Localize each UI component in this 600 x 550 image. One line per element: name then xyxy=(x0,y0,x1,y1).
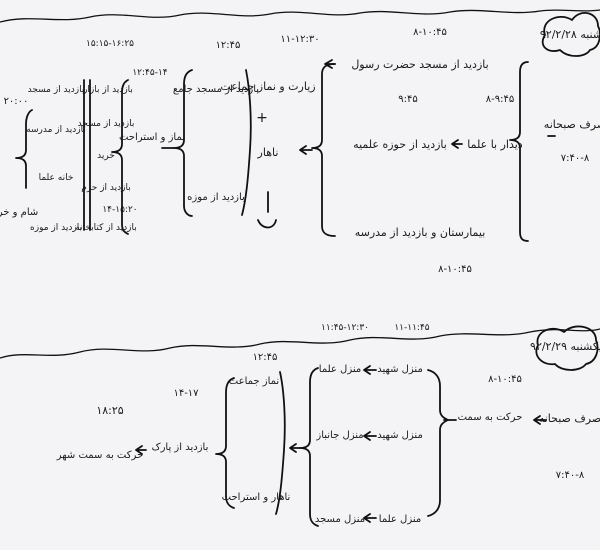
bottom-merge-arrow xyxy=(289,443,301,453)
top-merge-arrow xyxy=(299,145,313,155)
top-stage3-time: ۱۲:۴۵ xyxy=(216,40,241,51)
list-item: خرید xyxy=(97,151,115,161)
top-branch-middle-label: دیدار با علما xyxy=(467,138,523,151)
top-stage3-top-label: بازدید از مسجد جامع xyxy=(173,84,259,95)
top-stage5-time-a: ۱۲:۴۵-۱۴ xyxy=(132,68,167,78)
top-stage3-bracket xyxy=(241,69,252,216)
bottom-next-arrow xyxy=(135,445,147,455)
list-item: بازدید از بازار xyxy=(82,85,133,95)
bottom-next-label: بازدید از پارک xyxy=(152,442,209,453)
bottom-branch-top-time: ۱۱:۴۵-۱۲:۳۰ xyxy=(321,323,369,333)
list-item: بازدید از موزه xyxy=(30,223,82,233)
top-merge-label: زیارت و نماز جماعت xyxy=(220,80,315,93)
top-stage6-bracket xyxy=(83,79,91,231)
bottom-start-time: ۷:۴۰-۸ xyxy=(556,470,585,481)
bottom-start-label: صرف صبحانه xyxy=(539,412,600,425)
top-stage5-items: بازدید از بازار بازدید از مسجد خرید بازد… xyxy=(75,85,137,233)
bottom-merge-time: ۱۲:۴۵ xyxy=(253,352,278,363)
top-merge-time: ۱۱-۱۲:۳۰ xyxy=(280,34,319,45)
top-start-time: ۷:۴۰-۸ xyxy=(561,153,590,164)
top-branch-middle-sub-time: ۹:۴۵ xyxy=(398,94,417,105)
bottom-merge-bracket xyxy=(299,367,319,527)
bottom-next-time: ۱۴-۱۷ xyxy=(173,388,199,399)
bottom-branch-bottom-label: منزل علما xyxy=(379,514,421,525)
bottom-branch-top-left: منزل علما xyxy=(319,364,361,375)
bottom-branch-time-right: ۱۱-۱۱:۴۵ xyxy=(394,323,429,333)
list-item: خانه علما xyxy=(39,173,74,183)
top-date-cloud xyxy=(541,12,600,57)
bottom-branch-top-arrow xyxy=(363,365,377,375)
bottom-branch-middle-left: منزل جانباز xyxy=(315,430,363,441)
list-item: بازدید از مدرسه xyxy=(26,125,86,135)
bottom-branch-bottom-left: منزل مسجد xyxy=(315,514,365,525)
bottom-stage-bracket xyxy=(215,377,235,509)
top-stage4-label: نماز و استراحت xyxy=(119,132,185,143)
top-merge-plus: + xyxy=(256,110,268,126)
top-stage5-bracket xyxy=(111,79,129,235)
top-branch-bracket xyxy=(509,61,529,242)
top-branch-top-label: بازدید از مسجد حضرت رسول xyxy=(351,58,488,71)
top-stage5-time-c: ۱۴-۱۵:۲۰ xyxy=(102,205,137,215)
bottom-branch-top-label: منزل شهید xyxy=(377,364,423,375)
top-start-label: صرف صبحانه xyxy=(544,118,600,131)
bottom-merge-left-bracket xyxy=(275,371,286,515)
top-merge-bracket xyxy=(311,63,336,237)
list-item: بازدید از مسجد xyxy=(78,119,135,129)
top-end-time: ۲۰:۰۰ xyxy=(4,96,29,107)
top-branch-bottom-label: بیمارستان و بازدید از مدرسه xyxy=(355,226,486,239)
bottom-date-cloud xyxy=(535,325,599,371)
list-item: بازدید از کتابخانه xyxy=(75,223,137,233)
top-end-bracket xyxy=(15,109,33,189)
top-end-label: شام و خرید xyxy=(0,207,38,218)
bottom-branch-middle-arrow xyxy=(363,431,377,441)
top-lunch-squiggle xyxy=(257,219,277,229)
bottom-start-arrow xyxy=(533,415,547,425)
top-wavy-divider xyxy=(0,9,600,23)
bottom-merge-top-label: نماز جماعت xyxy=(229,376,279,387)
top-branch-middle-sub-label: بازدید از حوزه علمیه xyxy=(353,138,447,151)
top-date-label: شنبه ۹۲/۲/۲۸ xyxy=(540,28,600,41)
middle-wavy-divider xyxy=(0,328,600,359)
bottom-end-label: حرکت به سمت شهر xyxy=(56,450,143,461)
list-item: بازدید از مسجد xyxy=(28,85,85,95)
bottom-step2-label: حرکت به سمت xyxy=(458,412,523,423)
top-branch-middle-arrow xyxy=(451,139,463,149)
top-branch-top-time: ۸-۱۰:۴۵ xyxy=(413,27,447,38)
top-stage3-bottom-label: بازدید از موزه xyxy=(187,192,245,203)
top-stage5-time-b: ۱۵:۱۵-۱۶:۲۵ xyxy=(86,39,134,49)
bottom-branch-bottom-arrow xyxy=(363,513,377,523)
bottom-branch-middle-label: منزل شهید xyxy=(377,430,423,441)
bottom-merge-bottom-label: ناهار و استراحت xyxy=(222,492,291,503)
bottom-end-time: ۱۸:۲۵ xyxy=(96,404,123,417)
top-stage6-items: بازدید از مسجد بازدید از مدرسه خانه علما… xyxy=(26,85,86,233)
top-lunch-label: ناهار xyxy=(257,146,279,159)
list-item: بازدید از حرم xyxy=(81,183,131,193)
bottom-branch-bracket xyxy=(427,369,449,517)
top-branch-middle-time: ۸-۹:۴۵ xyxy=(486,94,514,105)
bottom-date-label: یکشنبه ۹۲/۲/۲۹ xyxy=(530,340,600,353)
top-branch-bottom-time: ۸-۱۰:۴۵ xyxy=(438,264,472,275)
bottom-step2-time: ۸-۱۰:۴۵ xyxy=(488,374,522,385)
